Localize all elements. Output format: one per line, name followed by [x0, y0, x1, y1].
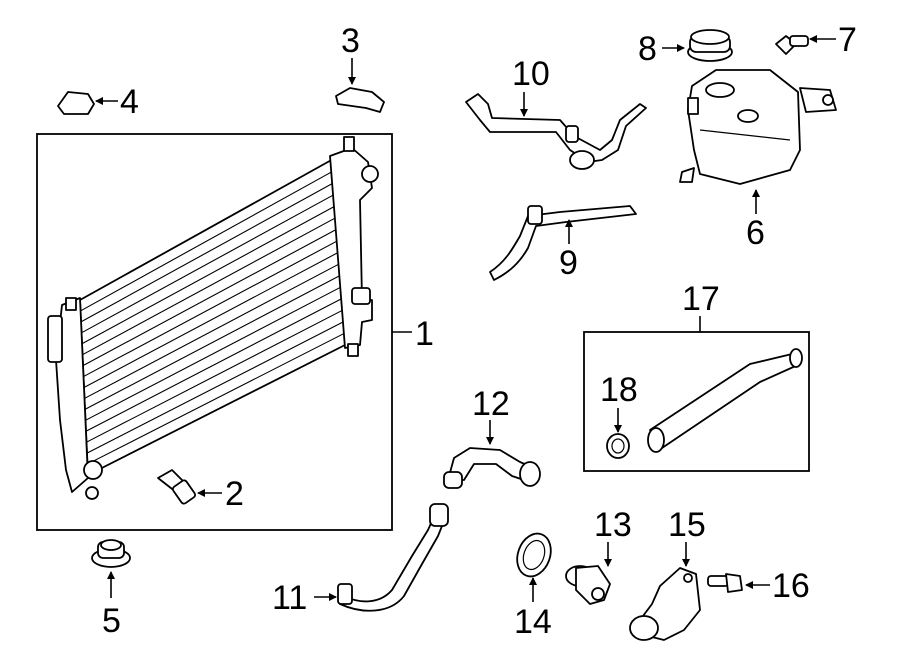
radiator-fin: [86, 309, 344, 443]
radiator-fin: [85, 286, 343, 421]
callout-9: 9: [559, 244, 578, 282]
callout-6: 6: [746, 214, 765, 252]
callout-14: 14: [514, 603, 552, 641]
callout-4: 4: [120, 83, 139, 121]
part-15-water-outlet-housing: [629, 567, 701, 641]
radiator-group: 1: [36, 133, 434, 531]
callout-1: 1: [415, 315, 434, 353]
part-3-bracket: [335, 87, 385, 113]
part-10-hose: [465, 93, 647, 170]
part-12-hose: [443, 447, 541, 489]
callout-13: 13: [594, 506, 632, 544]
callout-18: 18: [600, 371, 638, 409]
radiator-fin: [87, 332, 345, 465]
part-7-bolt: [775, 35, 809, 55]
radiator-fin: [83, 239, 340, 378]
part-4-clip: [57, 91, 95, 115]
radiator-fin: [85, 297, 343, 432]
part-17-coolant-tube: [647, 348, 803, 453]
part-8-reservoir-cap: [687, 29, 733, 62]
radiator-fin: [86, 321, 345, 454]
callout-3: 3: [341, 22, 360, 60]
callout-17: 17: [682, 280, 720, 318]
part-13-thermostat: [565, 565, 611, 605]
radiator-illustration: [47, 136, 379, 500]
part-9-clamp: [527, 205, 543, 225]
callout-15: 15: [668, 506, 706, 544]
part-5-insulator: [91, 539, 131, 568]
radiator-fin: [80, 169, 336, 312]
callout-10: 10: [512, 55, 550, 93]
callout-2: 2: [225, 475, 244, 513]
radiator-fin: [84, 262, 341, 399]
radiator-fin: [82, 215, 339, 356]
part-6-coolant-reservoir: [679, 69, 837, 185]
part-14-seal: [516, 532, 552, 578]
part-11-hose: [337, 503, 449, 612]
callout-11: 11: [272, 579, 307, 617]
callout-8: 8: [638, 30, 657, 68]
radiator-fin: [84, 274, 342, 410]
part-9-hose: [489, 205, 637, 281]
callout-5: 5: [102, 602, 121, 640]
callout-7: 7: [838, 21, 857, 59]
callout-16: 16: [772, 567, 810, 605]
radiator-fin: [80, 180, 337, 323]
part-18-seal: [606, 433, 630, 459]
radiator-fin: [82, 227, 340, 367]
kit-17-box: [583, 331, 810, 472]
radiator-fin: [83, 251, 341, 388]
callout-12: 12: [472, 385, 510, 423]
radiator-fin: [81, 192, 338, 334]
part-16-bolt: [707, 573, 743, 593]
part-2-bolt: [157, 469, 197, 505]
radiator-fin: [81, 204, 338, 345]
